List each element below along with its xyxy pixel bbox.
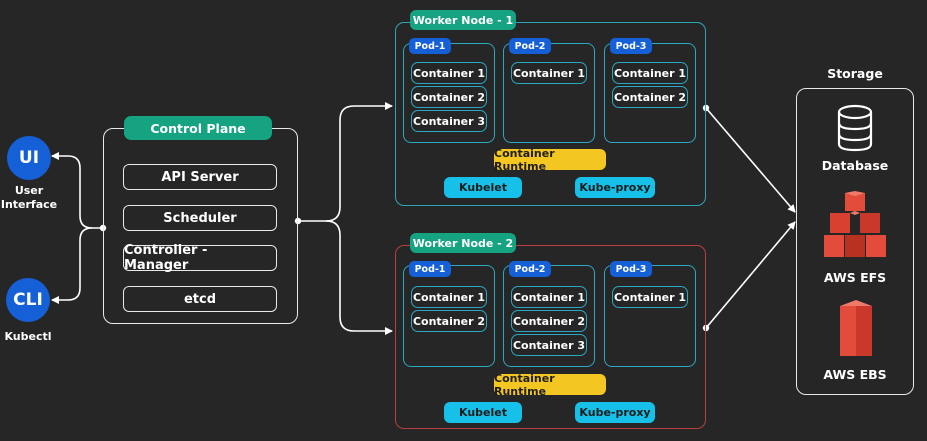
wn1-kubelet: Kubelet xyxy=(444,177,522,198)
aws-efs-icon xyxy=(824,191,886,257)
ui-client-label: UI xyxy=(18,148,40,168)
worker-node-1-title: Worker Node - 1 xyxy=(410,10,516,30)
wn1-pod-3-title: Pod-3 xyxy=(610,38,652,54)
wn2-pod-2-container-1: Container 1 xyxy=(511,286,587,308)
wn1-kube-proxy: Kube-proxy xyxy=(575,177,655,198)
worker-node-2-box xyxy=(395,245,706,429)
ui-client-caption: User Interface xyxy=(0,184,58,211)
wn2-pod-2-container-3: Container 3 xyxy=(511,334,587,356)
wn1-pod-1-container-1: Container 1 xyxy=(411,62,487,84)
wn1-pod-3-container-1: Container 1 xyxy=(612,62,688,84)
wn1-container-runtime: Container Runtime xyxy=(494,147,606,173)
wn2-pod-2-title: Pod-2 xyxy=(509,261,551,277)
aws-efs-label: AWS EFS xyxy=(823,270,887,285)
wn2-pod-3-box xyxy=(604,265,696,367)
wn2-kube-proxy: Kube-proxy xyxy=(575,402,655,423)
scheduler-component: Scheduler xyxy=(123,205,277,231)
wn2-container-runtime: Container Runtime xyxy=(494,372,606,398)
wn2-pod-3-container-1: Container 1 xyxy=(612,286,688,308)
database-icon xyxy=(837,104,873,152)
cli-client-circle: CLI xyxy=(6,278,50,322)
cli-client-caption: Kubectl xyxy=(4,330,52,343)
storage-title: Storage xyxy=(827,66,883,81)
control-plane-title: Control Plane xyxy=(124,116,272,140)
ui-client-circle: UI xyxy=(7,136,51,180)
wn1-pod-1-container-3: Container 3 xyxy=(411,110,487,132)
wn2-pod-2-container-2: Container 2 xyxy=(511,310,587,332)
api-server-component: API Server xyxy=(123,164,277,190)
aws-ebs-label: AWS EBS xyxy=(823,367,887,382)
aws-ebs-icon xyxy=(840,300,872,356)
wn2-kubelet: Kubelet xyxy=(444,402,522,423)
etcd-component: etcd xyxy=(123,286,277,312)
wn1-pod-1-title: Pod-1 xyxy=(409,38,451,54)
cli-client-label: CLI xyxy=(13,290,43,310)
wn1-pod-3-container-2: Container 2 xyxy=(612,86,688,108)
wn1-pod-2-box xyxy=(503,43,595,143)
wn1-pod-1-container-2: Container 2 xyxy=(411,86,487,108)
controller-manager-component: Controller - Manager xyxy=(123,243,277,273)
storage-box xyxy=(796,88,914,395)
database-label: Database xyxy=(821,158,889,173)
worker-node-2-title: Worker Node - 2 xyxy=(410,233,516,253)
worker-node-1-box xyxy=(395,22,706,206)
wn2-pod-1-container-1: Container 1 xyxy=(411,286,487,308)
wn2-pod-1-container-2: Container 2 xyxy=(411,310,487,332)
wn1-pod-2-container-1: Container 1 xyxy=(511,62,587,84)
wn1-pod-2-title: Pod-2 xyxy=(509,38,551,54)
wn2-pod-3-title: Pod-3 xyxy=(610,261,652,277)
wn2-pod-1-title: Pod-1 xyxy=(409,261,451,277)
